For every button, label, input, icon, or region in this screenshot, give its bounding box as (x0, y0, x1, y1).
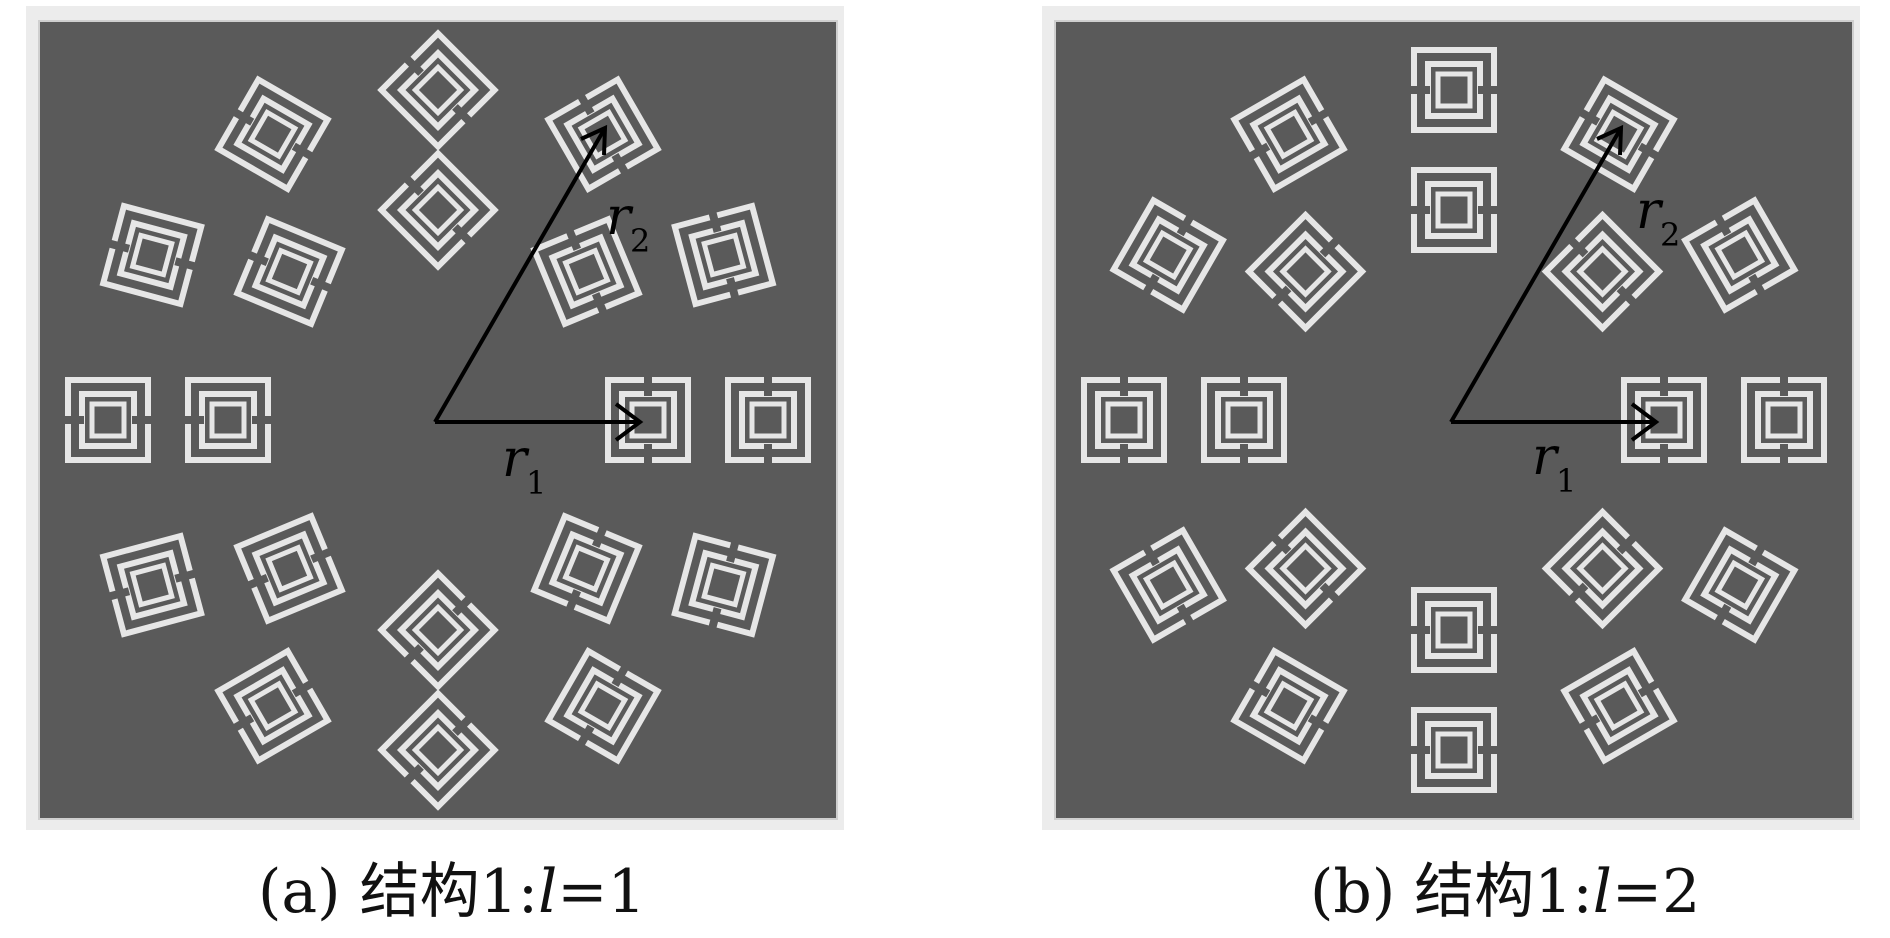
caption-b-text: (b) 结构1: (1310, 857, 1593, 927)
panel-b-resonator-5 (1244, 210, 1367, 333)
panel-b-resonator-1 (1541, 507, 1664, 630)
panel-a-resonator-13 (99, 532, 205, 638)
panel-a-resonator-1 (530, 512, 643, 625)
panel-a-vectors (433, 124, 644, 442)
panel-b-resonator-3 (1244, 507, 1367, 630)
panel-a-resonator-10 (544, 647, 662, 765)
panel-a-resonator-14 (64, 377, 152, 463)
panel-a-resonator-16 (214, 75, 332, 193)
panel-b-r1-sub: 1 (1556, 462, 1576, 500)
panel-b-r1-arrowhead (1630, 402, 1660, 442)
panel-b-resonator-8 (1741, 376, 1827, 464)
panel-b-r2-sub: 2 (1660, 216, 1680, 254)
panel-a-resonator-19 (671, 202, 777, 308)
caption-b-var: l (1592, 857, 1612, 927)
panel-b-r2-arrowhead (1596, 124, 1624, 156)
panel-a-resonator-7 (530, 215, 643, 328)
panel-a-resonator-9 (671, 532, 777, 638)
panel-b-r2-label: r (1636, 181, 1664, 241)
panel-a-r1-sub: 1 (526, 464, 546, 502)
panel-b-resonator-17 (1410, 47, 1498, 133)
panel-b-resonator-6 (1410, 167, 1498, 253)
panel-a-r1-label: r (502, 429, 530, 489)
panel-b-resonator-11 (1410, 707, 1498, 793)
panel-a-resonator-6 (377, 149, 499, 271)
panel-a-resonator-4 (184, 377, 272, 463)
panel-b-resonator-14 (1081, 376, 1167, 464)
panel-b-r1-label: r (1532, 427, 1560, 487)
panel-a-resonator-18 (544, 75, 662, 193)
panel-a-resonator-8 (725, 376, 811, 464)
panel-b-resonator-2 (1410, 587, 1498, 673)
panel-b-resonator-9 (1681, 526, 1799, 644)
panel-b-resonator-7 (1541, 210, 1664, 333)
panel-a-resonator-11 (377, 689, 499, 811)
panel-b-resonator-10 (1560, 647, 1678, 765)
panel-a-resonator-3 (233, 512, 346, 625)
caption-a-eq: =1 (557, 857, 646, 927)
panel-a-r1-arrowhead (614, 402, 644, 442)
panel-a-r2-arrow (433, 126, 607, 424)
panel-b-resonators (1081, 47, 1827, 793)
caption-b-eq: =2 (1611, 857, 1701, 927)
panel-a-resonator-5 (233, 215, 346, 328)
caption-b: (b) 结构1:l=2 (1310, 862, 1700, 922)
panel-a-r2-sub: 2 (630, 222, 650, 260)
panel-a-resonator-15 (99, 202, 205, 308)
caption-a: (a) 结构1:l=1 (258, 862, 646, 922)
panel-a-r2-label: r (606, 187, 634, 247)
panel-b-resonator-19 (1681, 196, 1799, 314)
panel-b-resonator-16 (1230, 75, 1348, 193)
panel-b-resonator-13 (1109, 526, 1227, 644)
panel-a-r2-arrowhead (580, 124, 608, 156)
panel-b-resonator-15 (1109, 196, 1227, 314)
panel-a-resonators (64, 29, 811, 811)
panel-a-resonator-12 (214, 647, 332, 765)
panel-a-resonator-17 (377, 29, 499, 151)
panel-b-resonator-4 (1201, 376, 1287, 464)
caption-a-text: (a) 结构1: (258, 857, 539, 927)
panel-b-r2-arrow (1449, 126, 1623, 424)
panel-a-resonator-2 (377, 569, 499, 691)
caption-a-var: l (538, 857, 558, 927)
panel-b-resonator-12 (1230, 647, 1348, 765)
panel-b-vectors (1449, 124, 1660, 442)
